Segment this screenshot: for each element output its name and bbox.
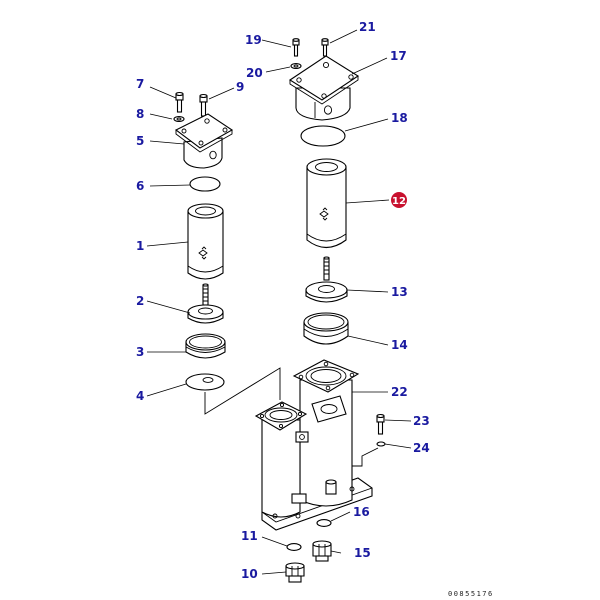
bolt-23 xyxy=(376,413,385,435)
callout-4: 4 xyxy=(136,389,144,403)
bolt-9 xyxy=(199,93,208,117)
callout-24: 24 xyxy=(413,441,430,455)
callout-20: 20 xyxy=(246,66,263,80)
callout-8: 8 xyxy=(136,107,144,121)
o-ring-16 xyxy=(316,519,332,527)
valve-2 xyxy=(187,283,224,324)
callout-labels: 19 21 20 17 7 9 8 5 6 18 1 12 2 13 3 14 … xyxy=(136,20,430,581)
plug-10 xyxy=(285,562,305,583)
callout-7: 7 xyxy=(136,77,144,91)
assembly-guide-line xyxy=(204,367,281,415)
o-ring-6 xyxy=(189,176,221,192)
callout-22: 22 xyxy=(391,385,408,399)
callout-16: 16 xyxy=(353,505,370,519)
reference-code: 00855176 xyxy=(448,590,494,598)
callout-6: 6 xyxy=(136,179,144,193)
ring-3 xyxy=(185,333,226,359)
callout-14: 14 xyxy=(391,338,408,352)
bolt-21 xyxy=(321,38,329,57)
callout-10: 10 xyxy=(241,567,258,581)
bolt-7 xyxy=(175,91,184,113)
callout-3: 3 xyxy=(136,345,144,359)
callout-12-badge xyxy=(391,192,407,208)
callout-2: 2 xyxy=(136,294,144,308)
callout-1: 1 xyxy=(136,239,144,253)
valve-13 xyxy=(305,256,348,303)
callout-17: 17 xyxy=(390,49,407,63)
callout-18: 18 xyxy=(391,111,408,125)
housing-22 xyxy=(254,359,379,531)
washer-24 xyxy=(376,441,386,447)
callout-23: 23 xyxy=(413,414,430,428)
callout-21: 21 xyxy=(359,20,376,34)
o-ring-18 xyxy=(300,125,346,147)
plug-15 xyxy=(312,540,332,562)
plate-4 xyxy=(185,373,225,391)
washer-20 xyxy=(290,63,302,69)
o-ring-11 xyxy=(286,543,302,551)
filter-element-12 xyxy=(306,158,347,249)
leader-lines xyxy=(146,29,412,575)
washer-8 xyxy=(173,116,185,122)
callout-19: 19 xyxy=(245,33,262,47)
filter-cover-5 xyxy=(174,113,234,169)
callout-5: 5 xyxy=(136,134,144,148)
callout-9: 9 xyxy=(236,80,244,94)
bolt-19 xyxy=(292,38,300,57)
filter-element-1 xyxy=(187,203,224,280)
callout-11: 11 xyxy=(241,529,258,543)
filter-cover-17 xyxy=(288,55,360,121)
callout-15: 15 xyxy=(354,546,371,560)
callout-12: 12 xyxy=(392,196,406,207)
callout-13: 13 xyxy=(391,285,408,299)
ring-14 xyxy=(303,312,349,345)
